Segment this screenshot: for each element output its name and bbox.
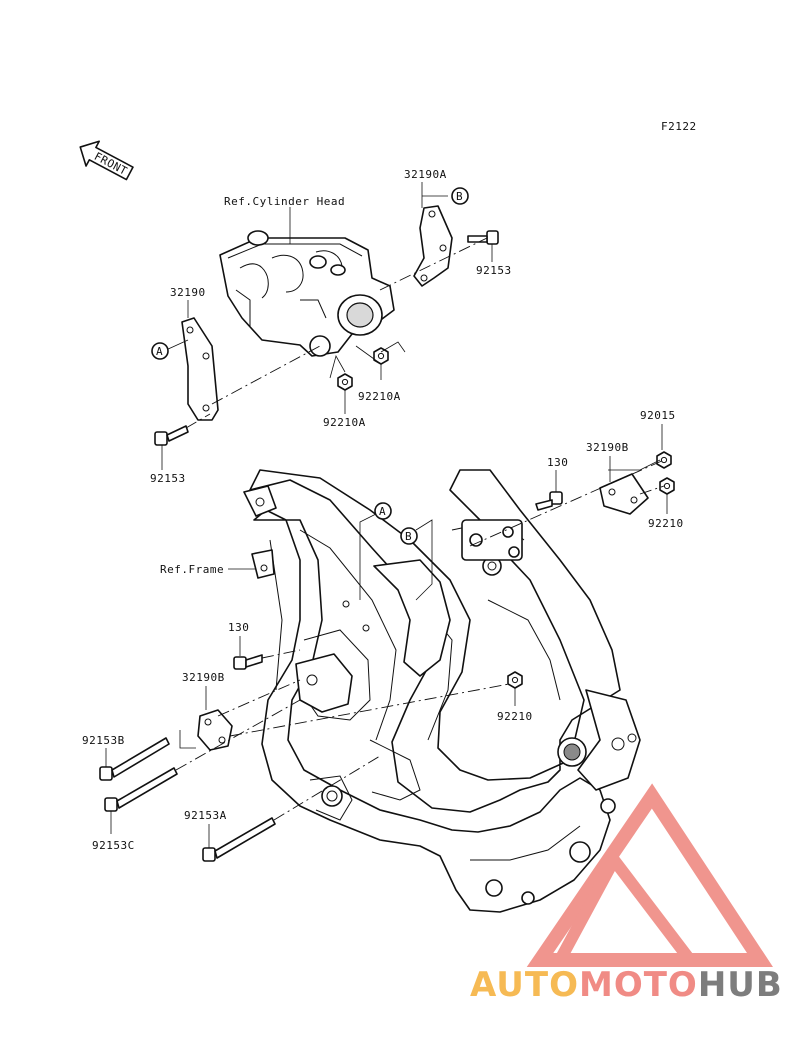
part-92153-left: 92153	[150, 472, 186, 485]
part-32190B-top: 32190B	[586, 441, 629, 454]
bolt-92153-left	[154, 425, 189, 446]
watermark-moto: MOTO	[579, 965, 698, 1005]
part-92210-right: 92210	[648, 517, 684, 530]
bolt-130-top	[535, 491, 563, 511]
callout-a-frame-label: A	[379, 505, 386, 518]
watermark-hub: HUB	[698, 965, 783, 1005]
callout-a-left	[151, 342, 169, 360]
part-92210A-right: 92210A	[358, 390, 401, 403]
callout-b-frame	[400, 527, 418, 545]
ref-frame-label: Ref.Frame	[160, 563, 224, 576]
diagram-code: F2122	[661, 120, 697, 133]
callout-b-top	[451, 187, 469, 205]
frame	[243, 469, 641, 913]
bolt-92153-top-right	[467, 230, 499, 245]
watermark-auto: AUTO	[470, 965, 579, 1005]
front-arrow-icon: FRONT	[79, 140, 134, 181]
nut-92210A-right	[373, 347, 389, 365]
nut-92210-right	[659, 477, 675, 495]
part-32190: 32190	[170, 286, 206, 299]
bracket-32190B-mid	[197, 709, 233, 751]
nut-92015	[656, 451, 672, 469]
part-130-top: 130	[547, 456, 568, 469]
nut-92210-center	[507, 671, 523, 689]
callout-a-left-label: A	[156, 345, 163, 358]
callout-a-frame	[374, 502, 392, 520]
part-32190B-mid: 32190B	[182, 671, 225, 684]
part-92210-center: 92210	[497, 710, 533, 723]
bolt-130-mid	[233, 654, 263, 670]
part-92153B: 92153B	[82, 734, 125, 747]
watermark-logo: AUTOMOTOHUB	[470, 783, 783, 1005]
ref-cylinder-head-label: Ref.Cylinder Head	[224, 195, 345, 208]
bracket-32190A	[413, 205, 453, 287]
callout-b-top-label: B	[456, 190, 463, 203]
part-92210A-lower: 92210A	[323, 416, 366, 429]
part-92153-top-right: 92153	[476, 264, 512, 277]
part-32190A: 32190A	[404, 168, 447, 181]
cylinder-head	[219, 230, 395, 357]
part-92153C: 92153C	[92, 839, 135, 852]
front-label: FRONT	[92, 150, 130, 178]
callout-b-frame-label: B	[405, 530, 412, 543]
bolt-92153A	[202, 817, 276, 862]
nut-92210A-lower	[337, 373, 353, 391]
part-92015: 92015	[640, 409, 676, 422]
part-130-mid: 130	[228, 621, 249, 634]
svg-text:AUTOMOTOHUB: AUTOMOTOHUB	[470, 965, 783, 1005]
bracket-32190	[181, 317, 219, 421]
part-92153A: 92153A	[184, 809, 227, 822]
